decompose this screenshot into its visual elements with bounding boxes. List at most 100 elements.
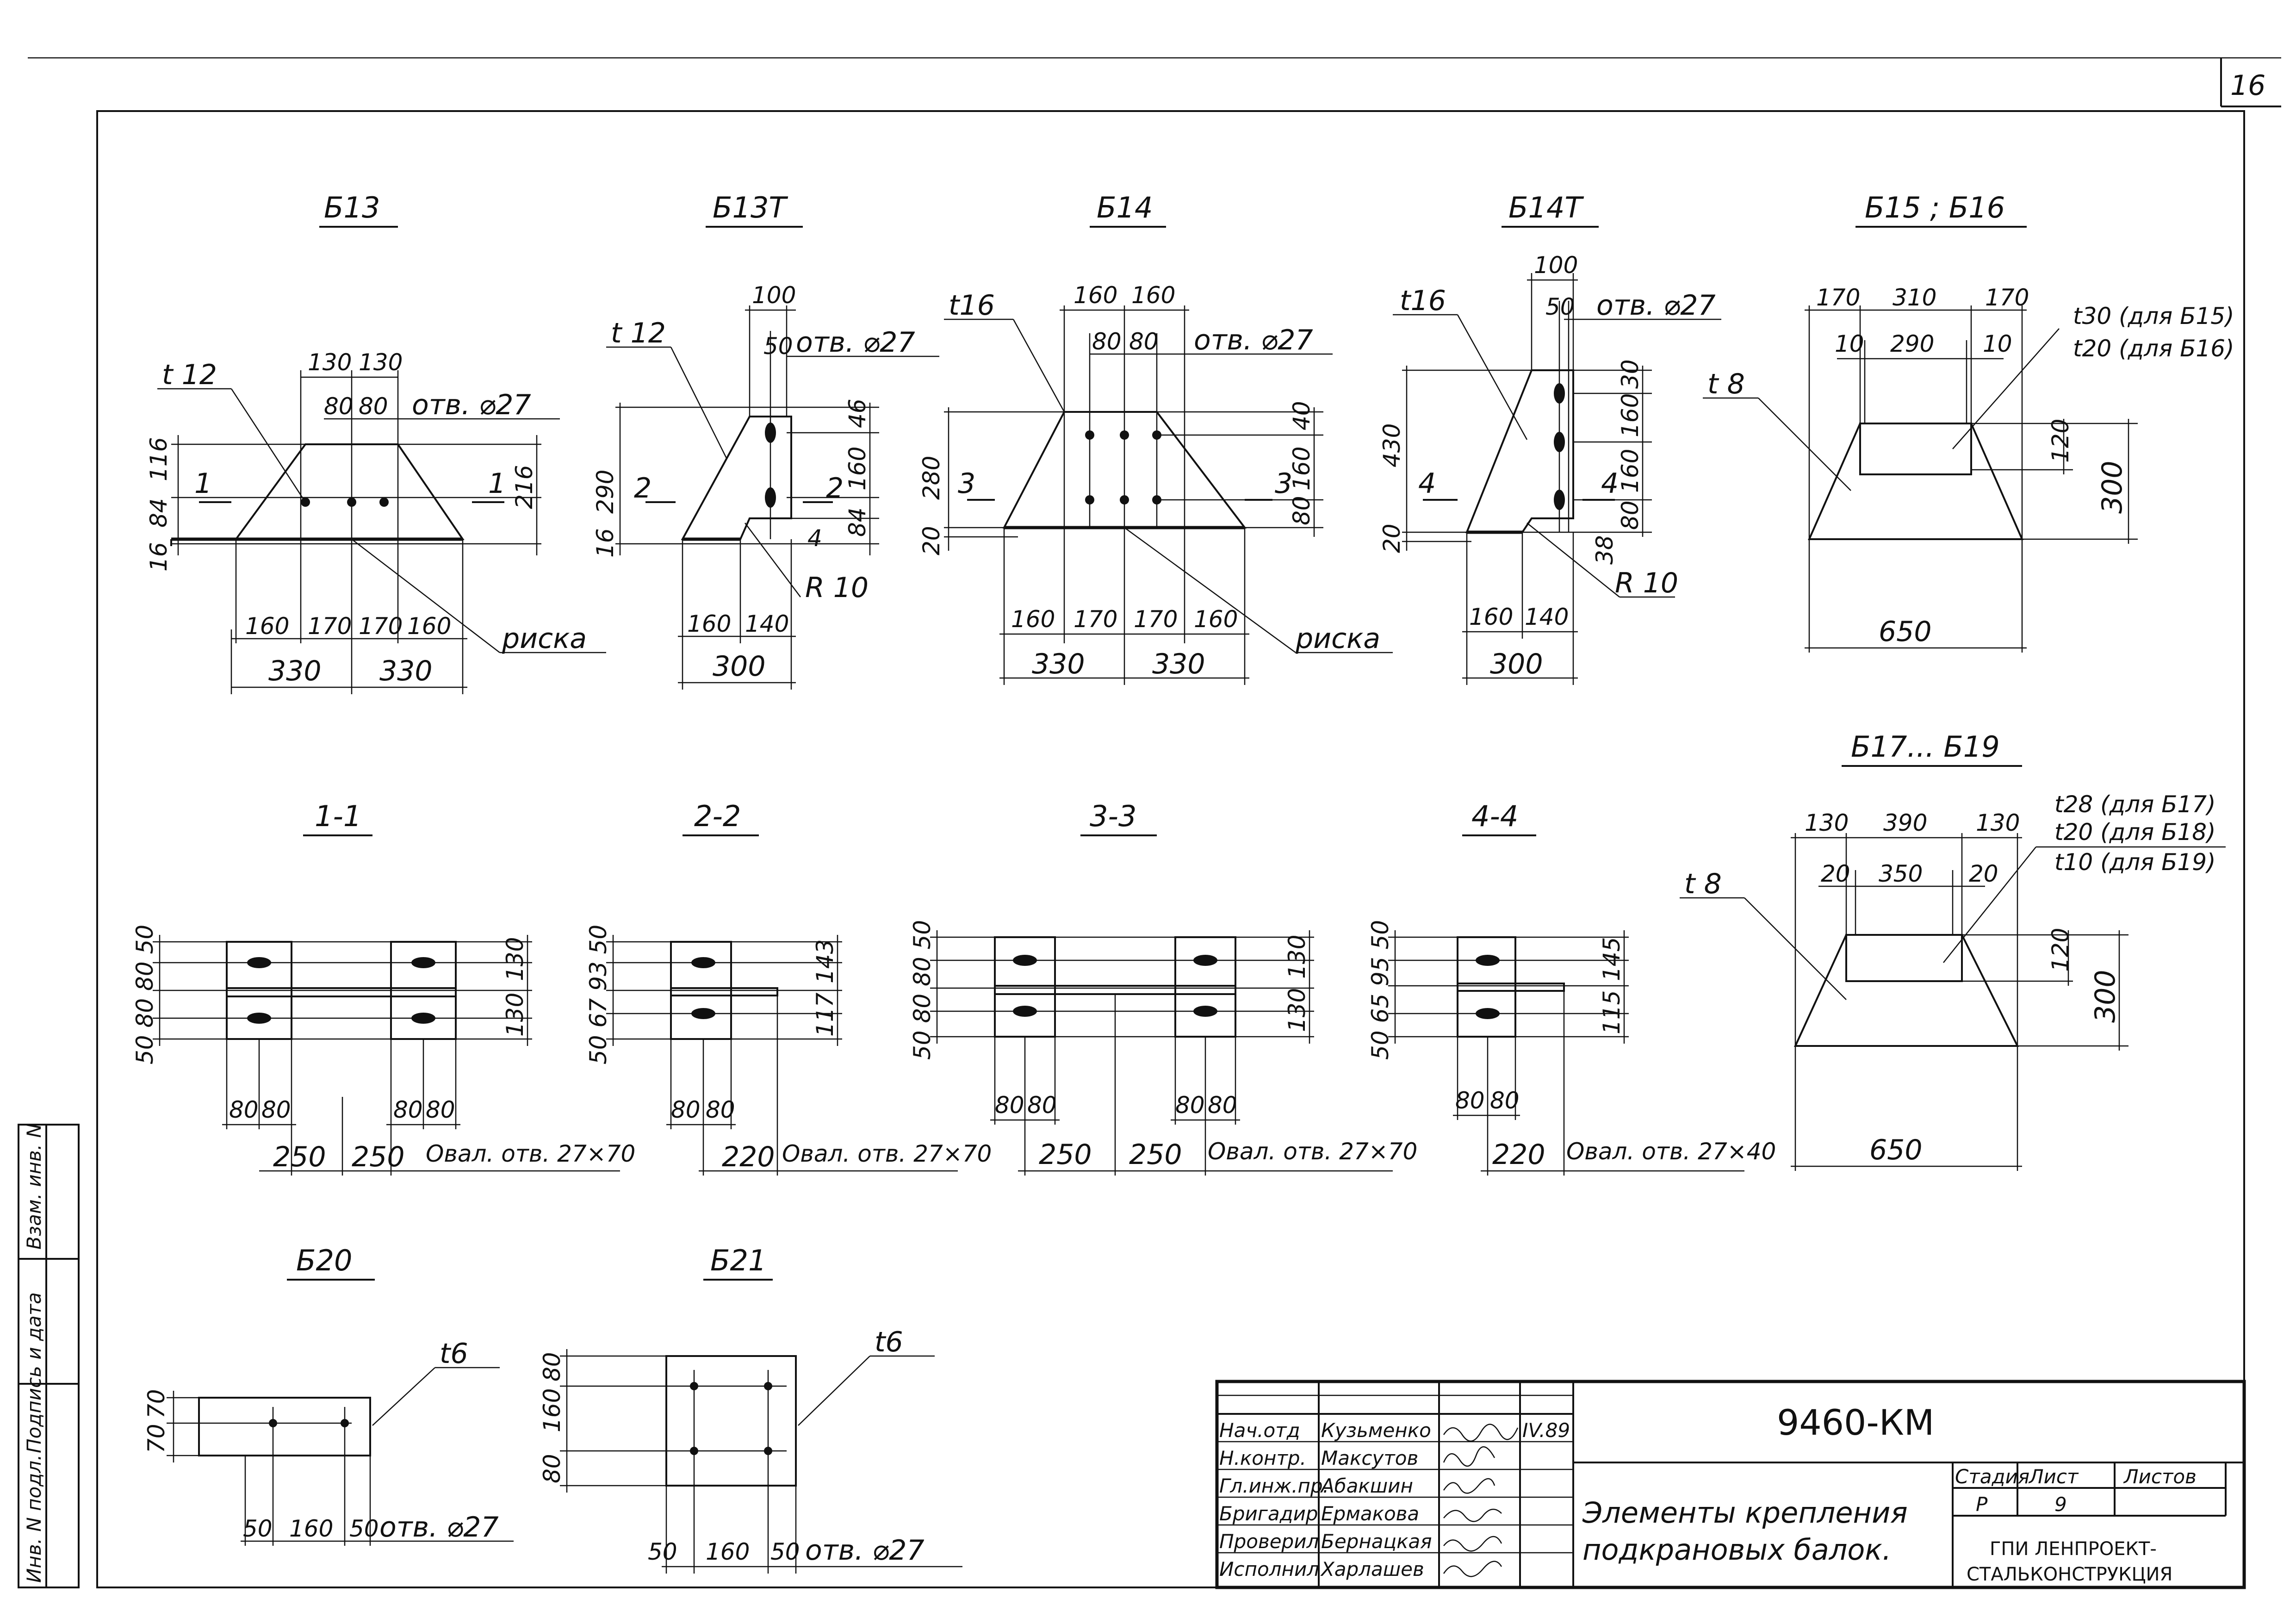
section-title: 1-1 (315, 799, 361, 833)
dim-130-b: 130 (1284, 988, 1310, 1032)
dim-300: 300 (713, 650, 766, 683)
sheet-label: Лист (2028, 1465, 2079, 1488)
dim-80: 80 (1288, 496, 1315, 525)
dims-left: 50 80 80 50 (131, 925, 158, 1064)
dim-50: 50 (763, 333, 793, 360)
detail-b17-b19: Б17... Б19 130 390 130 20 350 20 t 8 t28… (1680, 730, 2226, 1171)
role-1: Н.контр. (1219, 1447, 1306, 1469)
plate-note-1: t28 (для Б17) (2054, 791, 2216, 818)
sec-label-r: 3 (1275, 467, 1292, 500)
sec-label-r: 4 (1601, 467, 1619, 500)
dim-160-b: 160 (706, 1538, 750, 1565)
detail-b14: Б14 160 160 80 80 отв. ⌀27 t16 280 20 40… (918, 191, 1393, 685)
dim-130-a: 130 (308, 349, 352, 376)
section-3-3: 3-3 50 80 80 50 130 130 80 80 80 80 250 … (909, 799, 1417, 1176)
dim-140: 140 (1525, 604, 1569, 630)
dim-170-b: 170 (359, 613, 403, 640)
detail-title: Б14Т (1508, 191, 1584, 224)
dim-130-b: 130 (359, 349, 403, 376)
detail-b21: Б21 80 160 80 t6 50 160 50 отв. ⌀27 (539, 1244, 962, 1574)
dim-20: 20 (1378, 523, 1405, 553)
dim-16: 16 (592, 528, 619, 558)
hole-note: Овал. отв. 27×40 (1566, 1138, 1776, 1165)
dim-160-b: 160 (1617, 449, 1644, 493)
dim-80-a: 80 (324, 393, 354, 420)
hole-note: отв. ⌀27 (805, 1534, 925, 1567)
thickness: t 8 (1684, 868, 1722, 900)
role-5: Исполнил (1219, 1558, 1319, 1580)
dims-left: 50 80 80 50 (909, 920, 936, 1060)
plate-note-2: t20 (для Б16) (2073, 335, 2234, 362)
dim-250-b: 250 (352, 1141, 405, 1173)
dim-290: 290 (1890, 330, 1934, 357)
detail-title: Б15 ; Б16 (1865, 191, 2005, 224)
dim-130-b: 130 (1976, 809, 2020, 836)
dim-10-b: 10 (1983, 330, 2012, 357)
role-0: Нач.отд (1219, 1419, 1300, 1442)
dim-290: 290 (592, 470, 619, 514)
dim-80-b: 80 (1490, 1087, 1520, 1114)
detail-title: Б17... Б19 (1851, 730, 2000, 764)
signature-0 (1443, 1424, 1519, 1442)
dim-80-b: 80 (1027, 1092, 1057, 1119)
dim-80-c: 80 (1175, 1092, 1205, 1119)
name-3: Ермакова (1321, 1502, 1419, 1525)
sec-label-l: 2 (634, 472, 652, 504)
section-title: 4-4 (1471, 799, 1518, 833)
dim-70-a: 70 (143, 1389, 170, 1419)
inv-no-label: Инв. N подл. (23, 1455, 45, 1583)
name-2: Абакшин (1320, 1475, 1413, 1497)
dim-84: 84 (145, 498, 172, 528)
stage-label: Стадия (1955, 1465, 2029, 1488)
sheet-name-1: Элементы крепления (1582, 1496, 1908, 1530)
detail-b13t: Б13Т 100 50 отв. ⌀27 t 12 290 16 46 160 … (592, 191, 939, 690)
role-2: Гл.инж.пр. (1219, 1475, 1329, 1497)
detail-title: Б20 (296, 1244, 352, 1277)
section-title: 2-2 (694, 799, 741, 833)
dims-left: 50 67 93 50 (585, 925, 612, 1064)
hole-note: отв. ⌀27 (412, 389, 531, 421)
dim-30: 30 (1617, 359, 1644, 389)
dim-143: 143 (812, 940, 838, 983)
note: риска (502, 622, 587, 655)
sheet-value: 9 (2054, 1493, 2067, 1516)
dim-250-a: 250 (273, 1141, 326, 1173)
role-4: Проверил (1219, 1530, 1319, 1553)
dim-160: 160 (539, 1388, 565, 1432)
name-4: Бернацкая (1321, 1530, 1432, 1553)
sheet-name-2: подкрановых балок. (1582, 1533, 1891, 1567)
sheets-label: Листов (2123, 1465, 2197, 1488)
name-0: Кузьменко (1321, 1419, 1431, 1442)
detail-b13: Б13 130 130 80 80 отв. ⌀27 t 12 116 84 1… (145, 191, 606, 694)
signature-3 (1443, 1509, 1502, 1522)
dim-160-d: 160 (1194, 606, 1238, 633)
dim-160-a: 160 (245, 613, 289, 640)
hole-note: отв. ⌀27 (796, 326, 915, 359)
signature-1 (1443, 1446, 1496, 1467)
dim-20-a: 20 (1821, 860, 1850, 887)
dim-160-a: 160 (1617, 393, 1644, 437)
sheet-number: 16 (2230, 69, 2265, 102)
dim-250-b: 250 (1129, 1139, 1182, 1171)
thickness: t6 (440, 1338, 468, 1370)
dim-38: 38 (1591, 535, 1618, 565)
sec-label-r: 2 (826, 472, 844, 504)
dim-50-b: 50 (349, 1515, 379, 1542)
dim-300: 300 (1490, 648, 1543, 680)
dim-40: 40 (1288, 401, 1315, 430)
plate-note-2: t20 (для Б18) (2054, 819, 2216, 846)
dim-80-b: 80 (706, 1096, 735, 1123)
dim-170-a: 170 (1074, 606, 1117, 633)
dim-10-a: 10 (1835, 330, 1864, 357)
dim-160-c: 160 (1011, 606, 1055, 633)
dim-650: 650 (1869, 1134, 1923, 1166)
note: риска (1295, 622, 1380, 655)
dim-130-a: 130 (502, 937, 528, 981)
thickness: t 8 (1707, 368, 1745, 400)
dim-160-b: 160 (407, 613, 451, 640)
dim-100: 100 (1534, 252, 1578, 279)
dim-50: 50 (1545, 293, 1575, 320)
dim-80-c: 80 (393, 1096, 423, 1123)
dim-330-a: 330 (1032, 648, 1085, 680)
dim-20-b: 20 (1969, 860, 1998, 887)
